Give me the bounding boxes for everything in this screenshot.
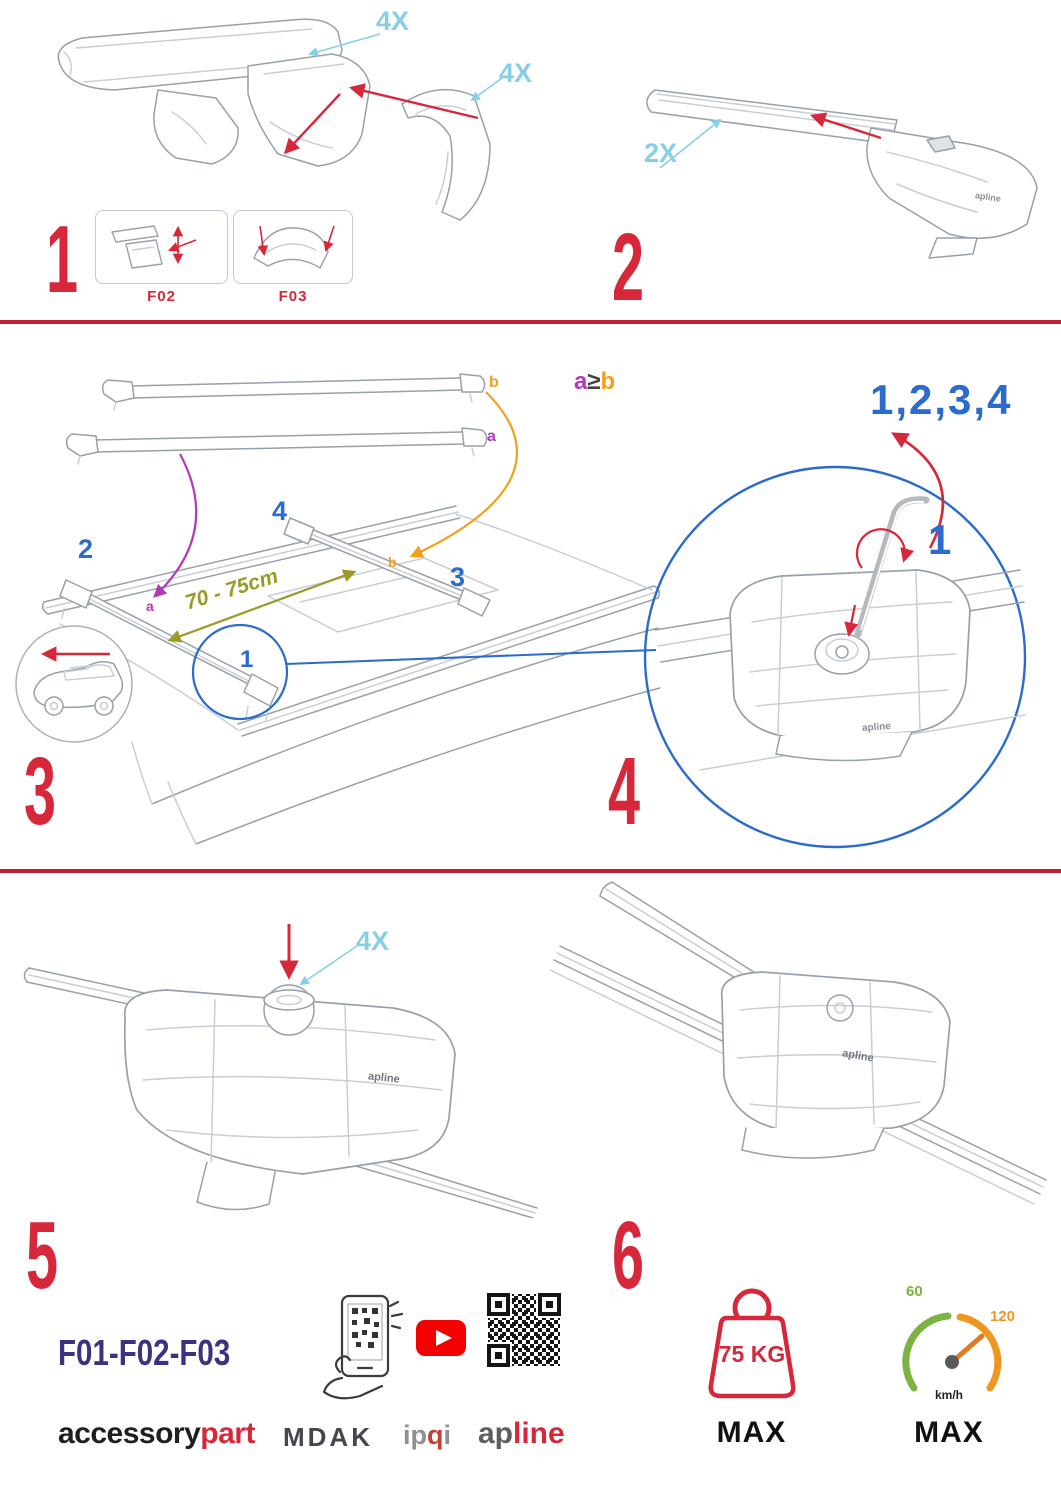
step2-qty: 2X [644,138,678,168]
step1-qty-cover: 4X [499,58,533,88]
size-rule: a≥b [574,368,615,396]
brand-apline-ap: ap [478,1417,514,1450]
f02-thumbnail [95,210,228,284]
step2-number: 2 [612,214,645,321]
brand-part: part [200,1417,255,1450]
f02-label: F02 [147,288,176,305]
step1-number: 1 [46,206,79,313]
weight-limit-icon [708,1288,796,1399]
step3-roof-drawing [15,373,661,845]
step5-number: 5 [26,1202,59,1309]
size-rule-a: a [574,368,588,395]
step5-qty: 4X [356,926,390,956]
weight-max-label: MAX [716,1416,787,1449]
speed-high-label: 120 [990,1308,1016,1325]
size-rule-b: b [600,368,616,395]
step1-qty-bolt: 4X [376,6,410,36]
weight-value: 75 KG [718,1341,786,1367]
f03-sketch [253,225,335,269]
position-2: 2 [78,534,94,564]
brand-accessorypart: accessorypart [58,1417,255,1451]
first-position: 1 [928,516,952,563]
bar-b-label: b [489,374,499,391]
f02-sketch [111,225,197,269]
step4-clamp-logo: apline [861,721,892,734]
position-1: 1 [240,646,254,673]
speed-limit-icon [902,1312,1002,1392]
brand-ipqi-i: i [443,1420,452,1450]
step3-number: 3 [24,738,57,845]
section-divider-1 [0,320,1061,324]
phone-qr-icon [322,1294,404,1400]
step4-number: 4 [608,738,641,845]
step4-detail-drawing [643,432,1027,849]
brand-mdak: MDAK [283,1422,373,1452]
f03-label: F03 [278,288,308,305]
qr-code [486,1292,562,1368]
section-divider-2 [0,869,1061,873]
step6-number: 6 [612,1202,645,1309]
brand-apline-line: line [513,1417,565,1450]
install-sequence: 1,2,3,4 [870,376,1013,423]
speed-max-label: MAX [914,1416,984,1449]
position-4: 4 [272,496,288,526]
model-codes: F01-F02-F03 [58,1332,231,1373]
step5-mounted-drawing [549,881,1047,1205]
brand-apline: apline [478,1417,565,1451]
youtube-icon [416,1320,466,1356]
brand-accessory: accessory [58,1417,201,1450]
roof-a-label: a [146,598,154,614]
bar-a-label: a [487,428,496,445]
speed-unit-label: km/h [934,1388,963,1402]
position-3: 3 [450,562,466,592]
size-rule-op: ≥ [587,368,601,395]
step1-exploded-drawing [57,18,503,221]
brand-ipqi: ipqi [403,1420,451,1451]
f03-thumbnail [233,210,353,284]
brand-ipqi-q: q [427,1420,444,1450]
roof-b-label: b [388,554,397,570]
step2-crossbar-drawing [646,89,1038,259]
brand-ipqi-ip: ip [403,1420,427,1450]
speed-low-label: 60 [906,1283,923,1300]
step5-knob-drawing [23,924,538,1218]
